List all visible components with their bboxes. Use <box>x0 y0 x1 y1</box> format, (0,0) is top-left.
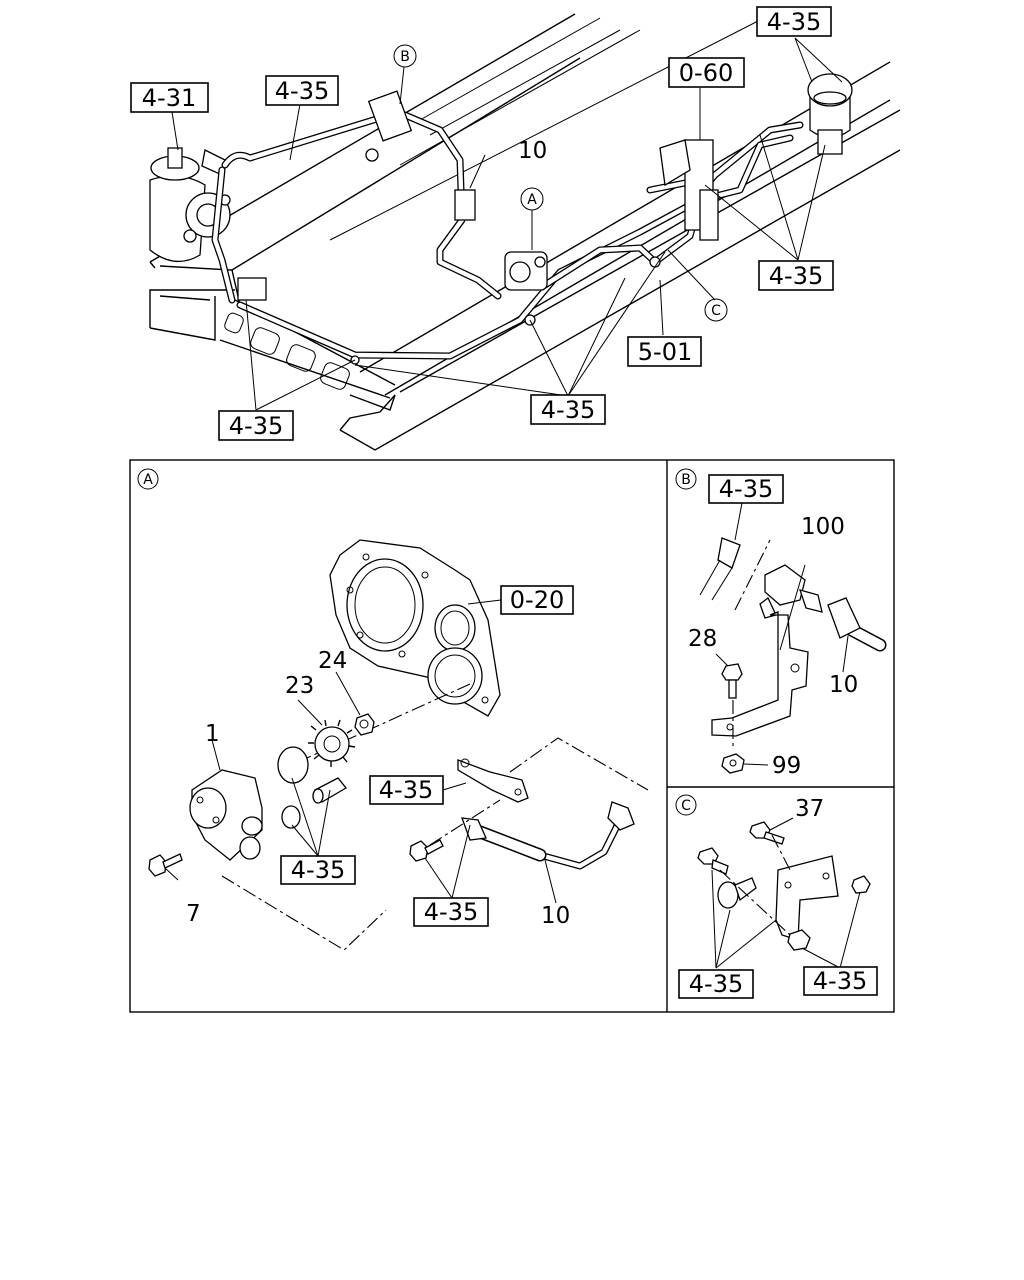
label-box-4-35-left-clamps: 4-35 <box>218 410 294 441</box>
label-box-4-31: 4-31 <box>130 82 209 113</box>
callout-c-top: C <box>704 298 728 322</box>
bolt-37 <box>749 821 785 845</box>
chassis-frame <box>149 13 901 451</box>
hose-bolt <box>409 839 444 862</box>
svg-text:B: B <box>400 49 410 65</box>
label-box-0-60: 0-60 <box>668 57 745 88</box>
callout-c-panel: C <box>675 794 697 816</box>
part-number-37: 37 <box>795 796 824 822</box>
leader-4-35-panel-b <box>734 502 743 541</box>
svg-text:A: A <box>143 472 153 488</box>
pipe-clip-c <box>717 877 757 909</box>
flared-hose-b <box>827 597 887 652</box>
pipe-fitting-b <box>699 537 741 601</box>
leader-99 <box>743 763 769 766</box>
callout-b-panel: B <box>675 468 697 490</box>
label-box-0-20: 0-20 <box>500 585 574 615</box>
part-number-10-panel-a: 10 <box>541 903 570 929</box>
svg-text:5-01: 5-01 <box>638 338 692 366</box>
leader-lines-panel-c <box>711 869 861 969</box>
svg-text:4-35: 4-35 <box>275 77 329 105</box>
label-box-4-35-panel-b: 4-35 <box>708 474 784 504</box>
cover-plate <box>329 539 501 717</box>
part-number-10-top: 10 <box>518 138 547 164</box>
label-box-4-35-nuts: 4-35 <box>803 966 878 996</box>
gear-nut <box>354 713 375 736</box>
pump-valve-a <box>504 251 548 291</box>
clip-axis-c <box>719 869 791 936</box>
svg-text:4-35: 4-35 <box>813 967 867 995</box>
label-box-4-35-pump-pipe: 4-35 <box>265 75 339 106</box>
svg-text:4-35: 4-35 <box>541 396 595 424</box>
coupling-sleeve <box>312 777 347 804</box>
leader-100 <box>779 564 806 651</box>
pipe-routing <box>211 90 804 365</box>
nut-c-lower <box>787 929 811 951</box>
svg-text:4-35: 4-35 <box>229 412 283 440</box>
svg-text:A: A <box>527 192 537 208</box>
pipe-bracket <box>457 758 529 803</box>
svg-text:4-35: 4-35 <box>424 898 478 926</box>
nut-99 <box>721 753 745 774</box>
label-box-4-35-center-clamps: 4-35 <box>530 394 606 425</box>
bolt-28 <box>721 663 743 699</box>
callout-a-top: A <box>520 187 544 211</box>
svg-text:B: B <box>681 472 691 488</box>
label-box-5-01: 5-01 <box>627 336 702 367</box>
hidden-line-bracket <box>509 737 649 791</box>
callout-a-panel: A <box>137 468 159 490</box>
label-box-4-35-hose-parts: 4-35 <box>413 897 489 927</box>
drive-gear <box>308 719 356 767</box>
label-box-4-35-pump-parts: 4-35 <box>280 855 356 885</box>
hidden-line-b <box>734 539 771 611</box>
label-box-4-35-right-clamps: 4-35 <box>758 260 834 291</box>
bolt-axis-line <box>429 799 501 846</box>
bracket-c <box>775 855 839 941</box>
part-number-23: 23 <box>285 673 314 699</box>
svg-text:4-35: 4-35 <box>689 970 743 998</box>
svg-text:C: C <box>711 303 721 319</box>
label-box-4-35-bracket: 4-35 <box>369 775 444 805</box>
svg-text:4-35: 4-35 <box>291 856 345 884</box>
leader-lines-panel-a <box>164 671 557 904</box>
svg-text:4-31: 4-31 <box>142 84 196 112</box>
part-number-10-panel-b: 10 <box>829 672 858 698</box>
leader-0-20 <box>467 599 502 605</box>
part-number-100: 100 <box>801 514 845 540</box>
detail-panels-frame <box>129 459 895 1013</box>
svg-text:4-35: 4-35 <box>719 475 773 503</box>
part-number-1: 1 <box>205 721 220 747</box>
leader-lines-top <box>171 37 843 411</box>
pressure-hose <box>461 801 635 870</box>
part-number-7: 7 <box>186 901 201 927</box>
svg-text:0-60: 0-60 <box>679 59 733 87</box>
fluid-reservoir <box>807 73 853 155</box>
part-number-99: 99 <box>772 753 801 779</box>
callout-b-top: B <box>393 44 417 68</box>
hidden-line-pump <box>221 875 387 951</box>
part-number-24: 24 <box>318 648 347 674</box>
leader-37 <box>769 817 794 831</box>
mounting-bolt <box>148 853 183 877</box>
bolt-axis-c <box>771 834 791 871</box>
clip-bolt-c <box>697 847 729 875</box>
svg-text:0-20: 0-20 <box>510 586 564 614</box>
label-box-4-35-clip: 4-35 <box>678 969 754 999</box>
svg-text:C: C <box>681 798 691 814</box>
svg-text:4-35: 4-35 <box>769 262 823 290</box>
part-number-28: 28 <box>688 626 717 652</box>
leader-10-b <box>842 635 849 673</box>
leader-28 <box>715 653 729 667</box>
nut-c-right <box>851 875 871 894</box>
union-connector <box>759 564 823 619</box>
svg-text:4-35: 4-35 <box>379 776 433 804</box>
label-box-4-35-reservoir: 4-35 <box>756 6 832 37</box>
svg-text:4-35: 4-35 <box>767 8 821 36</box>
pump-gasket <box>277 746 309 784</box>
pump-body <box>189 769 263 861</box>
o-ring <box>281 805 301 829</box>
